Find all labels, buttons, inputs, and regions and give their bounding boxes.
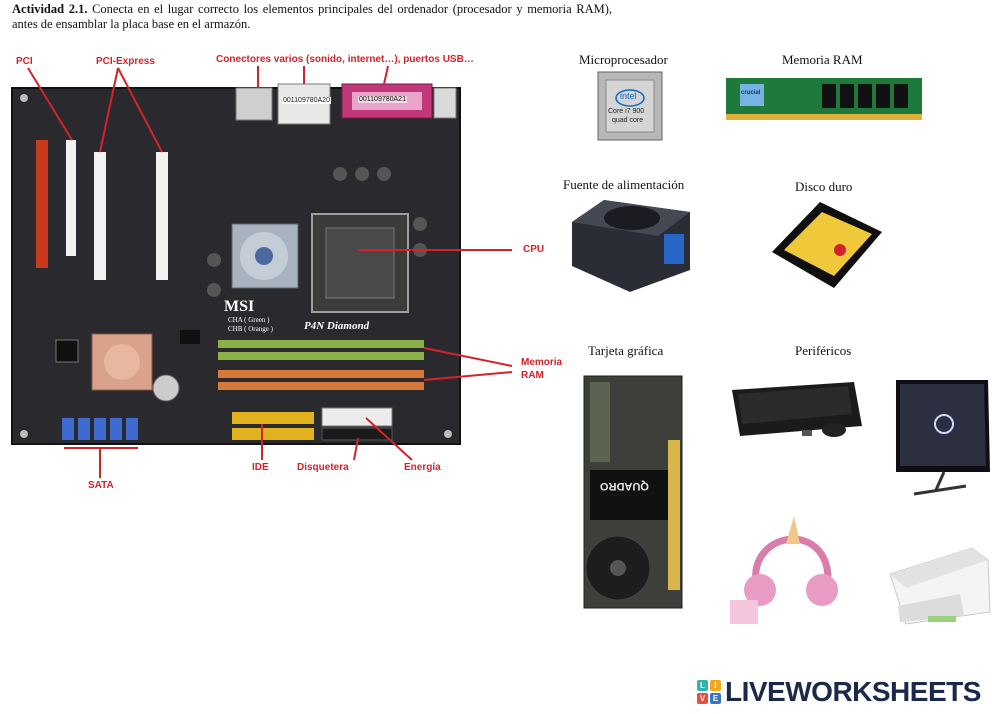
caption-perifericos: Periféricos bbox=[795, 343, 852, 358]
ssd-image bbox=[772, 202, 882, 288]
power-supply-image bbox=[572, 200, 690, 292]
board-chb: CHB ( Orange ) bbox=[228, 325, 273, 333]
motherboard-image bbox=[11, 83, 461, 445]
label-conectores: Conectores varios (sonido, internet…), p… bbox=[216, 54, 474, 65]
activity-instructions: Actividad 2.1. Conecta en el lugar corre… bbox=[12, 2, 612, 32]
caption-microprocesador: Microprocesador bbox=[579, 52, 668, 67]
logo-text: LIVEWORKSHEETS bbox=[725, 676, 981, 707]
activity-title: Actividad 2.1. bbox=[12, 2, 88, 16]
logo-cube-icon: L I V E bbox=[697, 680, 721, 704]
caption-tarjeta: Tarjeta gráfica bbox=[588, 343, 664, 358]
label-pci: PCI bbox=[16, 56, 33, 67]
cpu-brand-text: intel bbox=[620, 91, 637, 101]
monitor-image bbox=[896, 380, 990, 496]
board-cha: CHA ( Green ) bbox=[228, 316, 270, 324]
headphones-image bbox=[730, 516, 838, 624]
callout-lines bbox=[27, 65, 513, 478]
gpu-image bbox=[583, 375, 683, 609]
cpu-line1-text: Core i7 900 bbox=[608, 108, 645, 115]
cpu-image bbox=[597, 71, 663, 141]
printer-image bbox=[889, 547, 991, 625]
logo-cube-e: E bbox=[710, 693, 721, 704]
ram-stick-image bbox=[726, 78, 922, 120]
logo-cube-l: L bbox=[697, 680, 708, 691]
label-sata: SATA bbox=[88, 480, 114, 491]
logo-cube-v: V bbox=[697, 693, 708, 704]
logo-cube-i: I bbox=[710, 680, 721, 691]
ram-brand-text: crucial bbox=[741, 90, 761, 96]
board-brand: MSI bbox=[224, 298, 255, 315]
gpu-brand-text: QUADRO bbox=[600, 480, 649, 492]
board-serial-1: 001109780A20 bbox=[282, 97, 331, 104]
cpu-line2-text: quad core bbox=[612, 117, 644, 124]
keyboard-mouse-image bbox=[732, 382, 862, 437]
label-disquetera: Disquetera bbox=[297, 462, 349, 473]
label-cpu: CPU bbox=[523, 244, 545, 255]
activity-text: Conecta en el lugar correcto los element… bbox=[12, 2, 613, 31]
label-ide: IDE bbox=[252, 462, 269, 473]
board-serial-2: 001109780A21 bbox=[358, 96, 407, 103]
label-energia: Energía bbox=[404, 462, 441, 473]
label-ram: RAM bbox=[521, 370, 544, 381]
caption-disco: Disco duro bbox=[795, 179, 853, 194]
board-model: P4N Diamond bbox=[304, 320, 370, 332]
label-memoria: Memoria bbox=[521, 357, 563, 368]
label-pci-express: PCI-Express bbox=[96, 56, 155, 67]
caption-fuente: Fuente de alimentación bbox=[563, 177, 685, 192]
liveworksheets-logo: L I V E LIVEWORKSHEETS bbox=[697, 676, 981, 708]
caption-memoria-ram: Memoria RAM bbox=[782, 52, 863, 67]
